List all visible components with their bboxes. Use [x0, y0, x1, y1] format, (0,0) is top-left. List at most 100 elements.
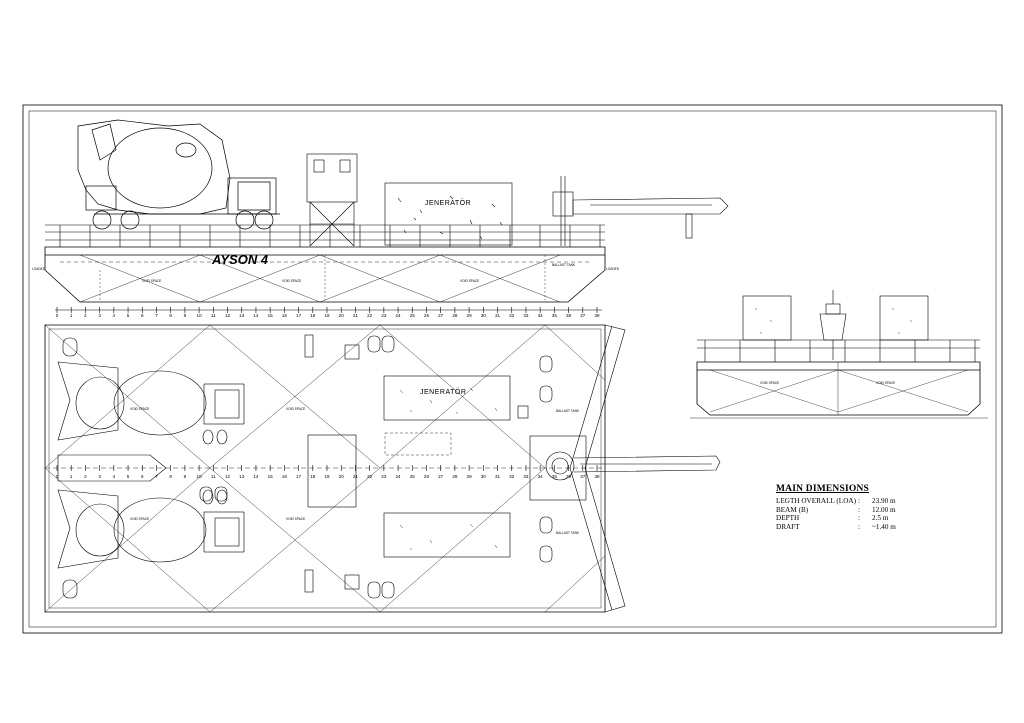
frame-number: 34	[538, 474, 544, 479]
void-space-front-2: VOID SPACE	[876, 381, 895, 385]
frame-number: 17	[296, 474, 302, 479]
winches	[304, 334, 360, 593]
frame-number: 30	[481, 313, 487, 318]
frame-number: 8	[169, 474, 172, 479]
frame-number: 10	[197, 474, 203, 479]
frame-number: 11	[211, 474, 216, 479]
frame-number: 17	[296, 313, 302, 318]
frame-number: 27	[438, 474, 444, 479]
frame-number: 37	[580, 474, 586, 479]
plan-view: JENERATÖR VOID SPACE VOID SPACE VOID SPA…	[44, 324, 721, 613]
main-dimensions-table: MAIN DIMENSIONS LEGTH OVERALL (LOA) : 23…	[776, 484, 926, 531]
frame-number: 33	[523, 474, 529, 479]
frame-number: 0	[56, 313, 59, 318]
frame-number: 25	[410, 313, 416, 318]
void-space-label-1: VOID SPACE	[142, 279, 161, 283]
frame-number: 5	[127, 474, 130, 479]
frame-number: 1	[70, 313, 73, 318]
frame-number: 20	[339, 474, 345, 479]
deck-railing	[45, 224, 605, 247]
frame-number: 38	[594, 474, 600, 479]
frame-number: 35	[552, 313, 558, 318]
void-space-front-1: VOID SPACE	[760, 381, 779, 385]
mixer-truck-plan-lower	[57, 489, 245, 569]
generator-label-plan: JENERATÖR	[420, 388, 466, 396]
pump-base-plan	[529, 435, 721, 501]
frame-number: 26	[424, 474, 430, 479]
bow-ramp	[569, 324, 626, 613]
generator-block-plan-lower	[383, 512, 511, 558]
frame-number: 28	[452, 474, 458, 479]
generator-block-side	[384, 182, 513, 246]
deck-outline	[44, 324, 606, 613]
dimension-label: DEPTH	[776, 514, 800, 523]
pump-boom-side	[552, 176, 729, 246]
generator-block-front-right	[879, 295, 929, 341]
void-space-plan-2: VOID SPACE	[286, 407, 305, 411]
frame-number: 14	[253, 313, 259, 318]
frame-number: 27	[438, 313, 444, 318]
generator-label-side: JENERATÖR	[425, 199, 471, 207]
center-hatch	[307, 434, 357, 508]
frame-number: 10	[197, 313, 203, 318]
frame-number: 19	[324, 313, 330, 318]
frame-number: 12	[225, 313, 231, 318]
frame-number: 7	[155, 474, 158, 479]
frame-number: 25	[410, 474, 416, 479]
dimension-value: ~1.40 m	[872, 522, 896, 531]
ship-name-label: AYSON 4	[211, 252, 269, 267]
mixer-truck-plan-upper	[57, 361, 245, 445]
dimension-value: 2.5 m	[872, 514, 889, 523]
ballast-tank-plan-2: BALLAST TANK	[556, 531, 580, 535]
fuel-tank-plan	[57, 454, 167, 482]
hull-side	[44, 246, 606, 303]
frame-number: 14	[253, 474, 259, 479]
frame-number: 15	[268, 474, 274, 479]
frame-number: 22	[367, 474, 373, 479]
generator-block-front-left	[742, 295, 792, 341]
frame-number: 11	[211, 313, 216, 318]
frame-number: 18	[310, 313, 316, 318]
frame-number: 36	[566, 313, 572, 318]
ballast-tank-label: BALLAST TANK	[552, 263, 576, 267]
dimension-row: LEGTH OVERALL (LOA) : 23.90 m	[776, 497, 926, 506]
frame-number: 24	[395, 313, 401, 318]
frame-number: 13	[239, 313, 245, 318]
frame-number: 23	[381, 474, 387, 479]
frame-number: 16	[282, 313, 288, 318]
dimension-sep: :	[858, 514, 860, 523]
frame-number: 1	[70, 474, 73, 479]
frame-number: 21	[353, 313, 359, 318]
bollards	[62, 335, 553, 599]
frame-number: 6	[141, 313, 144, 318]
frame-number: 36	[566, 474, 572, 479]
railing-front	[697, 339, 980, 362]
frame-number: 22	[367, 313, 373, 318]
pump-mast-front	[819, 290, 847, 360]
dimension-row: DRAFT : ~1.40 m	[776, 523, 926, 532]
frame-number: 31	[495, 313, 501, 318]
dimension-label: DRAFT	[776, 522, 800, 531]
frame-number: 9	[184, 313, 187, 318]
frame-number: 15	[268, 313, 274, 318]
dimension-value: 23.90 m	[872, 497, 896, 505]
loaded-label-right: LOADED	[606, 267, 620, 271]
frame-number: 32	[509, 313, 515, 318]
hull-front	[690, 361, 988, 419]
loaded-label-left: LOADED	[32, 267, 46, 271]
frame-number: 19	[324, 474, 330, 479]
frame-number: 12	[225, 474, 231, 479]
frame-number: 33	[523, 313, 529, 318]
frame-number: 3	[98, 313, 101, 318]
dimension-sep: :	[858, 505, 860, 514]
void-space-label-2: VOID SPACE	[282, 279, 301, 283]
frame-number: 35	[552, 474, 558, 479]
generator-block-plan-upper	[383, 375, 511, 421]
frame-number: 37	[580, 313, 586, 318]
frame-number: 21	[353, 474, 359, 479]
deck-bracing	[44, 324, 606, 613]
void-space-label-3: VOID SPACE	[460, 279, 479, 283]
dimension-label: LEGTH OVERALL (LOA)	[776, 497, 856, 505]
